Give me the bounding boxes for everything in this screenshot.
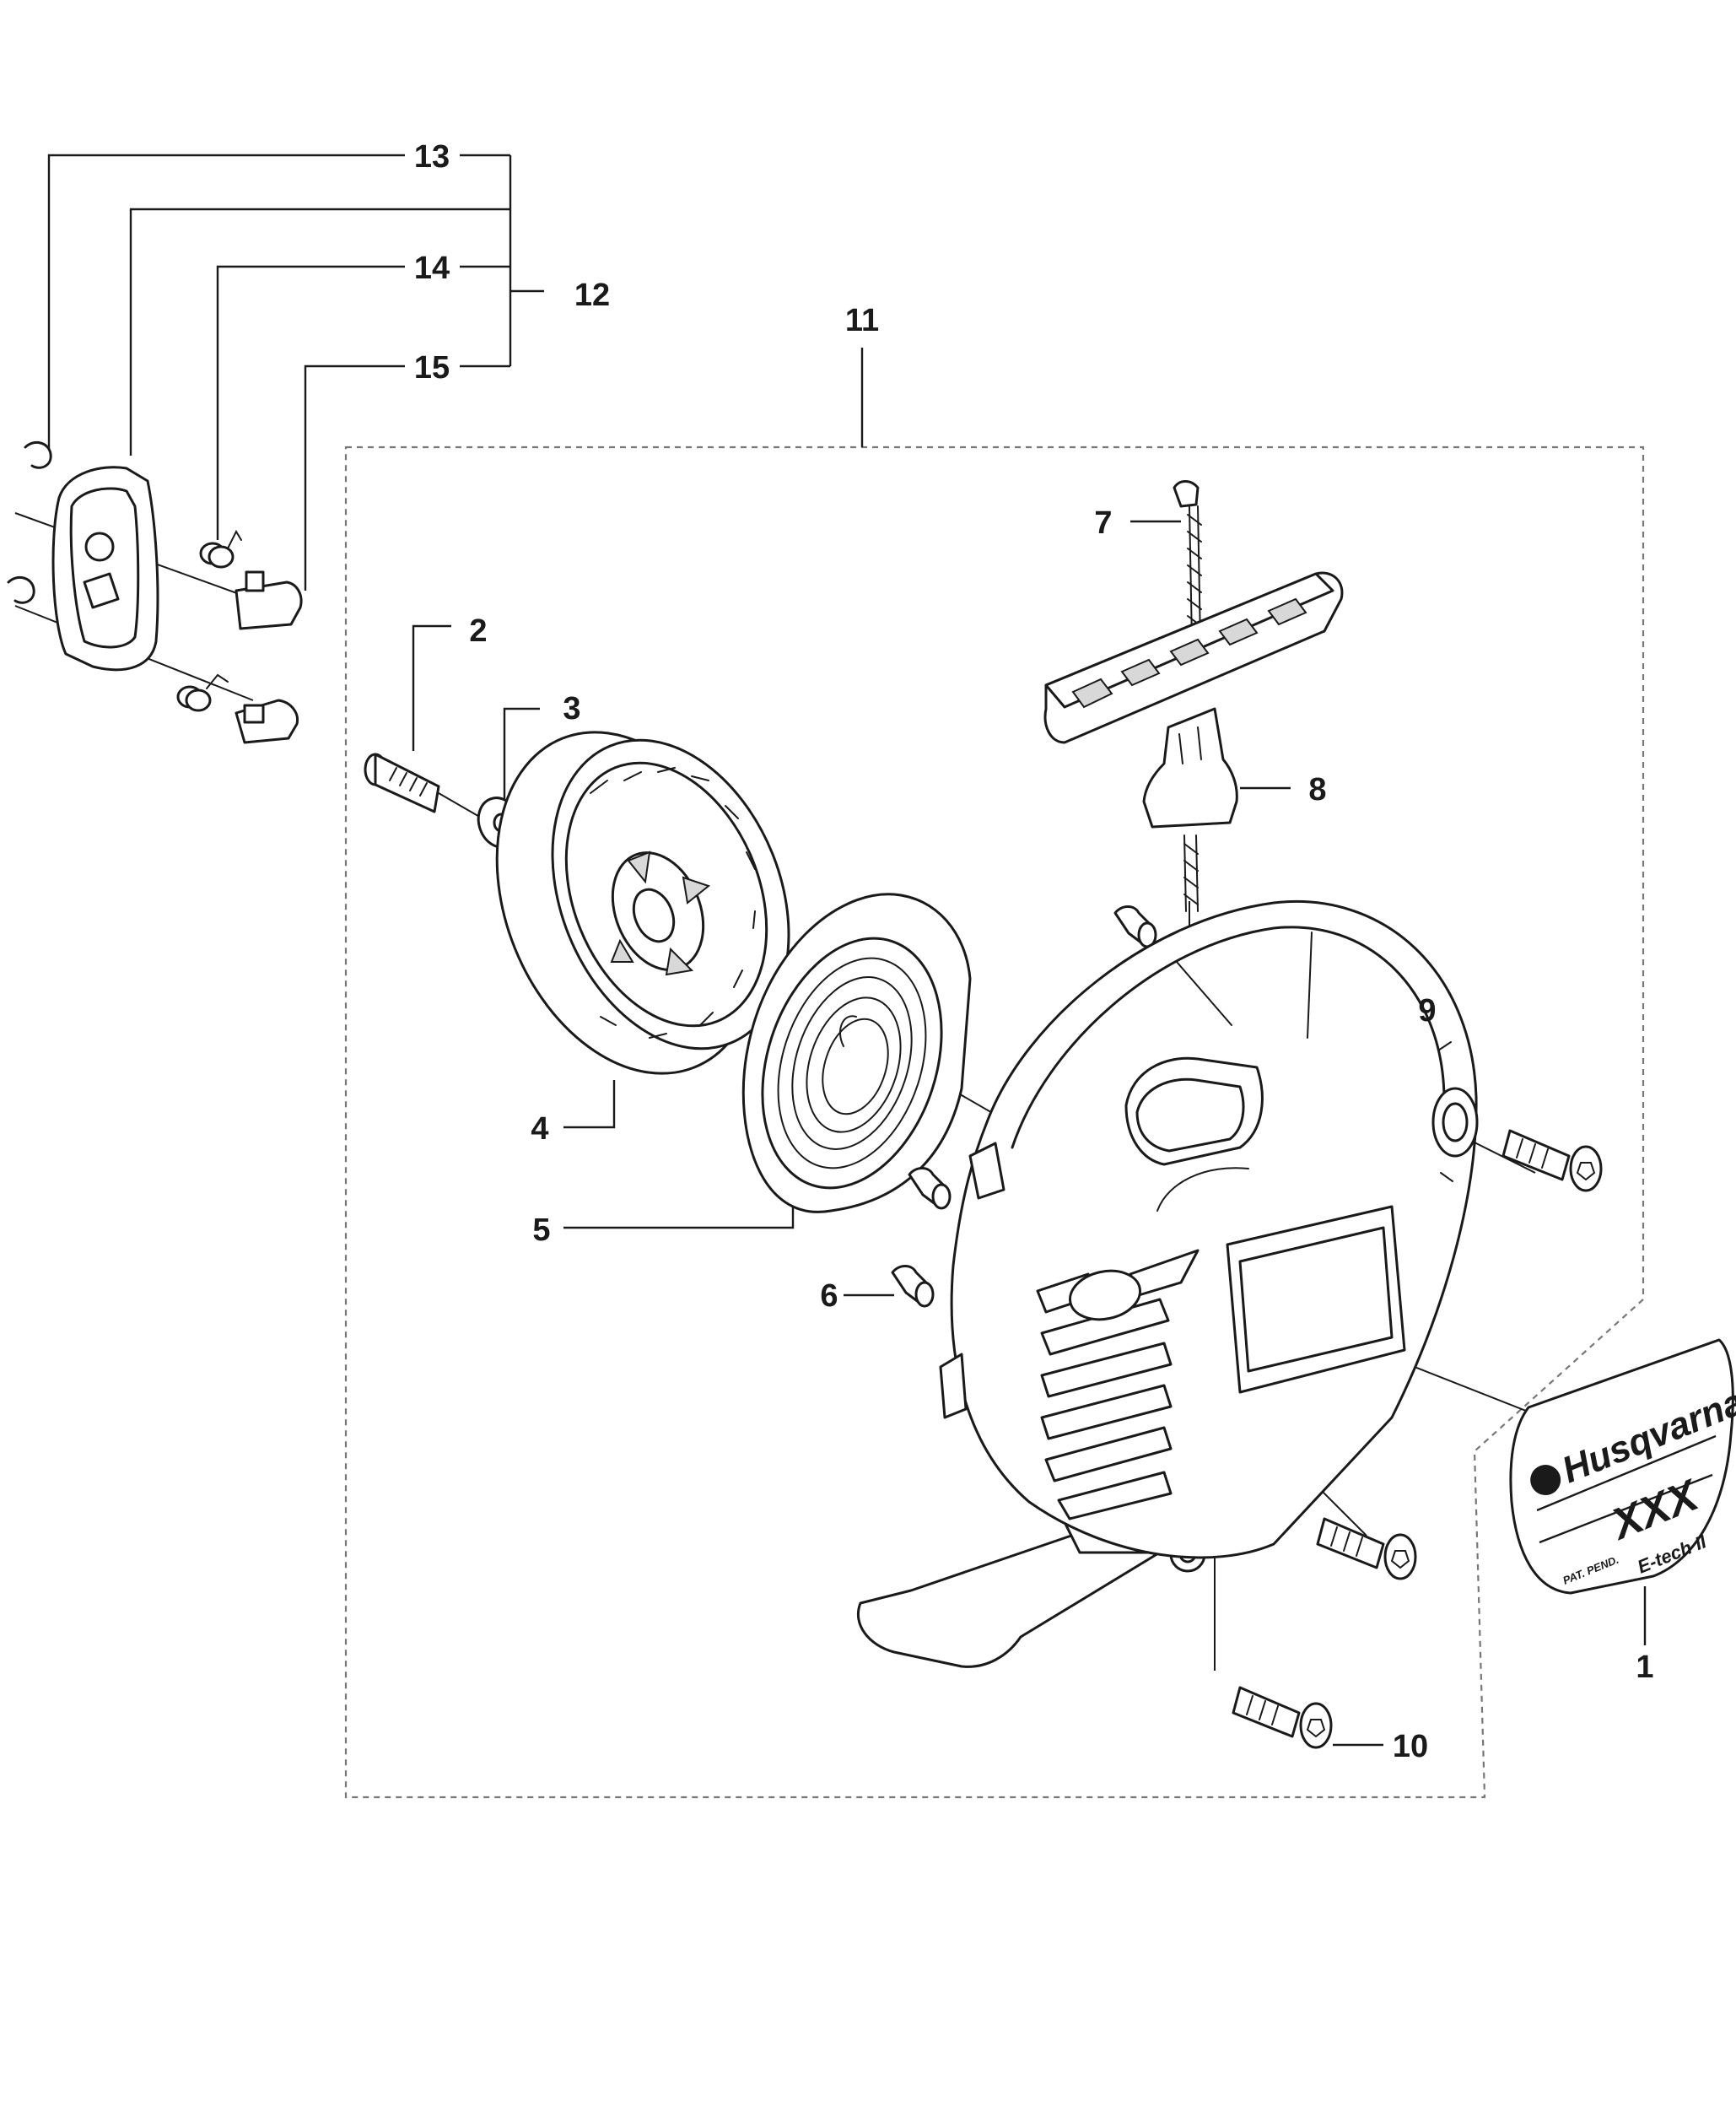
pawl xyxy=(235,570,303,744)
callout-10: 10 xyxy=(1393,1729,1428,1764)
starter-rope xyxy=(1173,480,1202,912)
callout-14: 14 xyxy=(414,251,450,286)
callout-12: 12 xyxy=(574,278,610,313)
callout-13: 13 xyxy=(414,139,450,175)
callout-8: 8 xyxy=(1308,772,1326,807)
screw xyxy=(1232,1129,1603,1749)
callout-11: 11 xyxy=(845,303,879,338)
handle-housing xyxy=(7,440,159,672)
callout-1: 1 xyxy=(1636,1650,1653,1685)
callout-2: 2 xyxy=(469,613,487,649)
callout-9: 9 xyxy=(1418,993,1436,1029)
callout-3: 3 xyxy=(563,691,580,726)
callout-labels: 13 14 12 15 11 7 2 3 8 9 4 5 6 1 10 xyxy=(414,139,1654,1764)
decal: Husqvarna XXX E-tech II PAT. PEND. xyxy=(1509,1338,1736,1595)
callout-7: 7 xyxy=(1094,505,1112,541)
callout-4: 4 xyxy=(531,1111,548,1147)
starter-housing xyxy=(856,900,1479,1668)
assembly-boundary xyxy=(344,446,1645,1799)
recoil-spring xyxy=(741,893,972,1213)
callout-15: 15 xyxy=(414,350,450,386)
husqvarna-logo-icon xyxy=(1530,1465,1561,1496)
callout-5: 5 xyxy=(532,1212,550,1248)
torsion-spring xyxy=(176,529,242,712)
callout-6: 6 xyxy=(820,1278,838,1314)
bolt xyxy=(364,753,440,813)
starter-handle xyxy=(1043,571,1344,829)
starter-pulley xyxy=(495,731,790,1075)
